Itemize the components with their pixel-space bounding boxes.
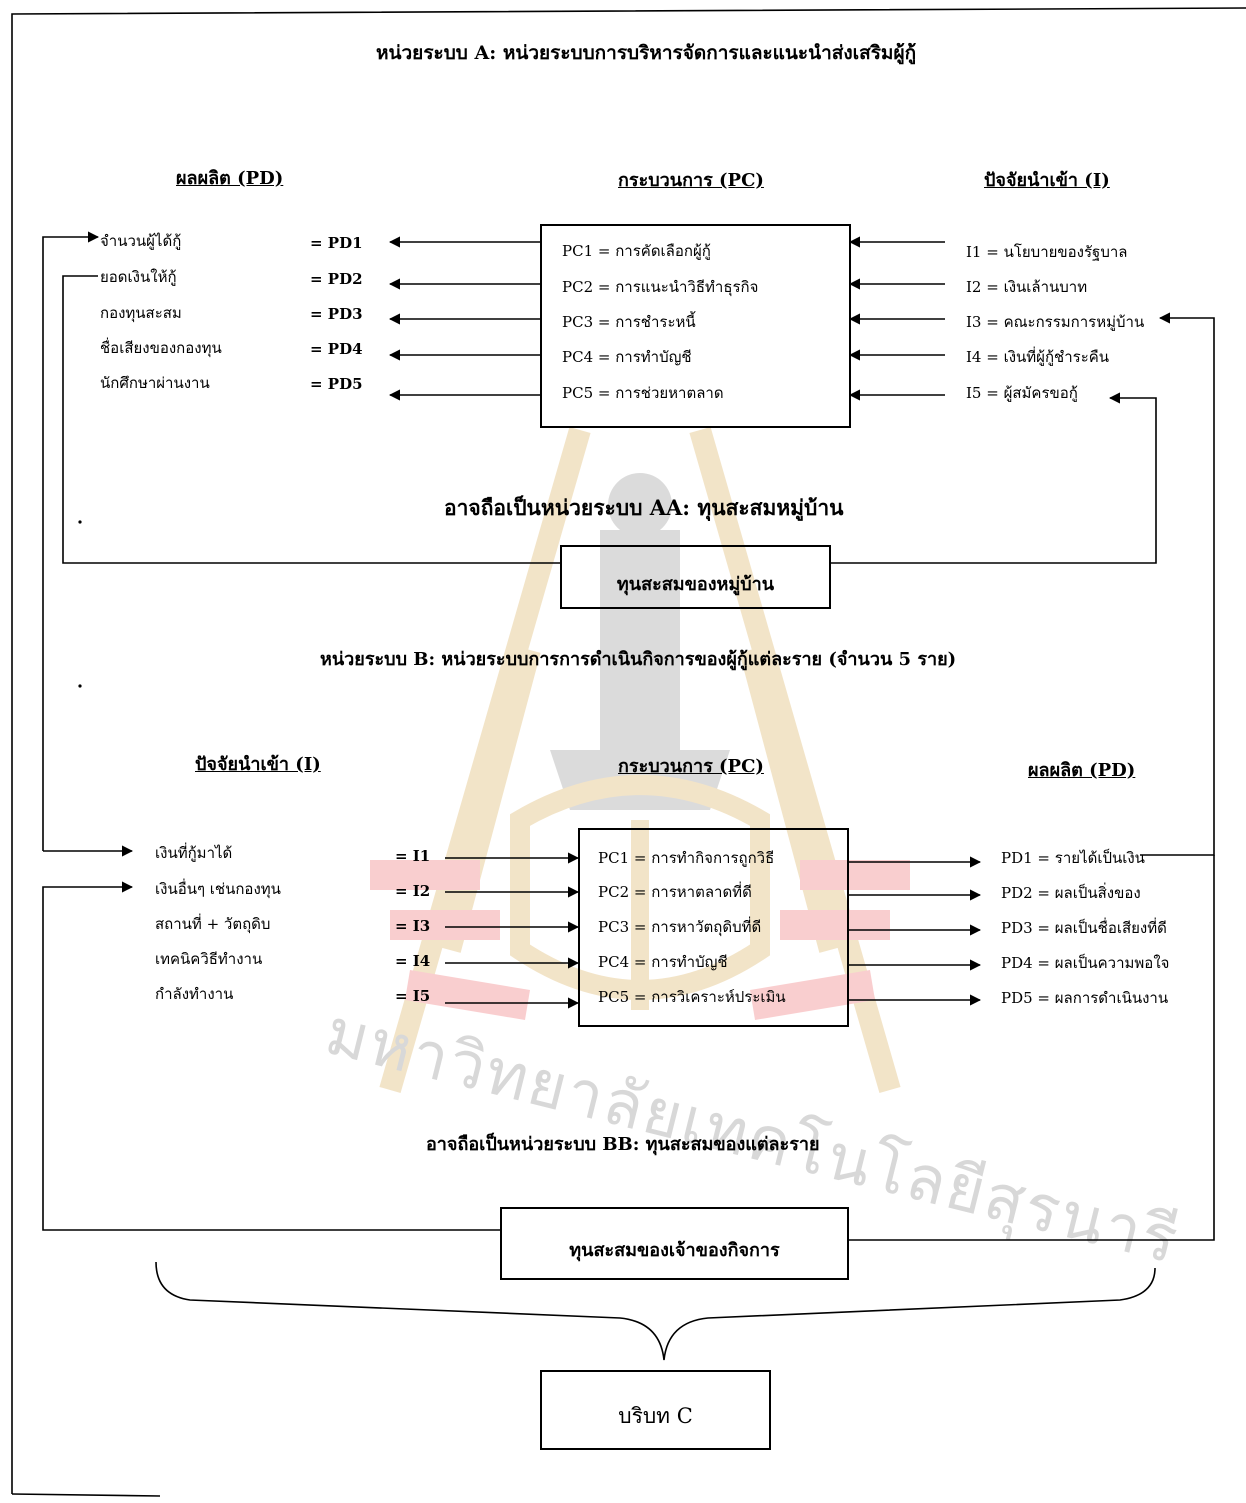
- system-b-input-code: = I1: [395, 847, 431, 865]
- system-a-output-code: = PD5: [310, 375, 363, 393]
- system-a-process-item: PC3 = การชำระหนี้: [562, 313, 696, 331]
- system-a-output-code: = PD4: [310, 340, 363, 358]
- system-a-inputs-heading: ปัจจัยนำเข้า (I): [984, 170, 1110, 191]
- system-b-output-item: PD2 = ผลเป็นสิ่งของ: [1001, 884, 1141, 902]
- owner-capital-label: ทุนสะสมของเจ้าของกิจการ: [569, 1240, 780, 1261]
- system-b-process-heading: กระบวนการ (PC): [618, 756, 764, 777]
- system-a-title: หน่วยระบบ A: หน่วยระบบการบริหารจัดการและ…: [376, 42, 917, 64]
- system-a-input-item: I3 = คณะกรรมการหมู่บ้าน: [966, 313, 1145, 331]
- system-b-process-item: PC1 = การทำกิจการถูกวิธี: [598, 849, 775, 867]
- system-b-output-item: PD4 = ผลเป็นความพอใจ: [1001, 954, 1170, 972]
- village-capital-label: ทุนสะสมของหมู่บ้าน: [616, 574, 775, 595]
- system-b-input-code: = I3: [395, 917, 431, 935]
- system-a-output-label: จำนวนผู้ได้กู้: [100, 232, 182, 250]
- owner-capital-box: ทุนสะสมของเจ้าของกิจการ: [500, 1207, 849, 1280]
- system-a-process-heading: กระบวนการ (PC): [618, 170, 764, 191]
- system-a-output-label: กองทุนสะสม: [100, 304, 182, 322]
- system-a-output-code: = PD2: [310, 270, 363, 288]
- system-b-output-item: PD3 = ผลเป็นชื่อเสียงที่ดี: [1001, 919, 1167, 937]
- village-capital-box: ทุนสะสมของหมู่บ้าน: [560, 545, 831, 609]
- context-box: บริบท C: [540, 1370, 771, 1450]
- system-b-input-code: = I5: [395, 987, 431, 1005]
- system-a-process-item: PC1 = การคัดเลือกผู้กู้: [562, 242, 711, 260]
- system-b-outputs-heading: ผลผลิต (PD): [1028, 760, 1136, 781]
- system-a-output-code: = PD1: [310, 234, 363, 252]
- system-b-output-item: PD5 = ผลการดำเนินงาน: [1001, 989, 1169, 1007]
- system-b-input-label: สถานที่ + วัตถุดิบ: [155, 915, 271, 933]
- system-a-input-item: I4 = เงินที่ผู้กู้ชำระคืน: [966, 348, 1110, 366]
- system-b-process-item: PC3 = การหาวัตถุดิบที่ดี: [598, 918, 762, 936]
- context-label: บริบท C: [618, 1404, 693, 1428]
- system-b-input-label: เทคนิควิธีทำงาน: [155, 950, 263, 968]
- system-b-process-box: [578, 828, 849, 1027]
- system-b-input-label: เงินอื่นๆ เช่นกองทุน: [155, 880, 281, 898]
- system-b-input-label: เงินที่กู้มาได้: [155, 844, 233, 862]
- system-a-process-item: PC4 = การทำบัญชี: [562, 348, 692, 366]
- system-a-input-item: I1 = นโยบายของรัฐบาล: [966, 243, 1128, 261]
- subsystem-aa-caption: อาจถือเป็นหน่วยระบบ AA: ทุนสะสมหมู่บ้าน: [444, 495, 844, 520]
- system-a-input-item: I2 = เงินเล้านบาท: [966, 278, 1088, 296]
- system-b-process-item: PC5 = การวิเคราะห์ประเมิน: [598, 988, 786, 1006]
- system-a-output-label: ยอดเงินให้กู้: [100, 268, 177, 286]
- system-b-process-item: PC2 = การหาตลาดที่ดี: [598, 883, 752, 901]
- system-a-output-label: นักศึกษาผ่านงาน: [100, 374, 210, 392]
- system-a-input-item: I5 = ผู้สมัครขอกู้: [966, 384, 1078, 402]
- system-a-process-item: PC2 = การแนะนำวิธีทำธุรกิจ: [562, 278, 759, 296]
- system-b-input-code: = I4: [395, 952, 431, 970]
- system-a-output-label: ชื่อเสียงของกองทุน: [100, 339, 222, 357]
- university-watermark-logo: [370, 426, 910, 1094]
- system-b-output-item: PD1 = รายได้เป็นเงิน: [1001, 849, 1145, 867]
- system-b-input-code: = I2: [395, 882, 431, 900]
- system-a-process-item: PC5 = การช่วยหาตลาด: [562, 384, 724, 402]
- system-a-process-box: [540, 224, 851, 428]
- system-a-output-code: = PD3: [310, 305, 363, 323]
- system-b-input-label: กำลังทำงาน: [155, 985, 234, 1003]
- system-b-inputs-heading: ปัจจัยนำเข้า (I): [195, 754, 321, 775]
- subsystem-bb-caption: อาจถือเป็นหน่วยระบบ BB: ทุนสะสมของแต่ละร…: [426, 1134, 820, 1155]
- system-b-process-item: PC4 = การทำบัญชี: [598, 953, 728, 971]
- system-a-outputs-heading: ผลผลิต (PD): [176, 168, 284, 189]
- system-b-title: หน่วยระบบ B: หน่วยระบบการการดำเนินกิจการ…: [320, 649, 957, 670]
